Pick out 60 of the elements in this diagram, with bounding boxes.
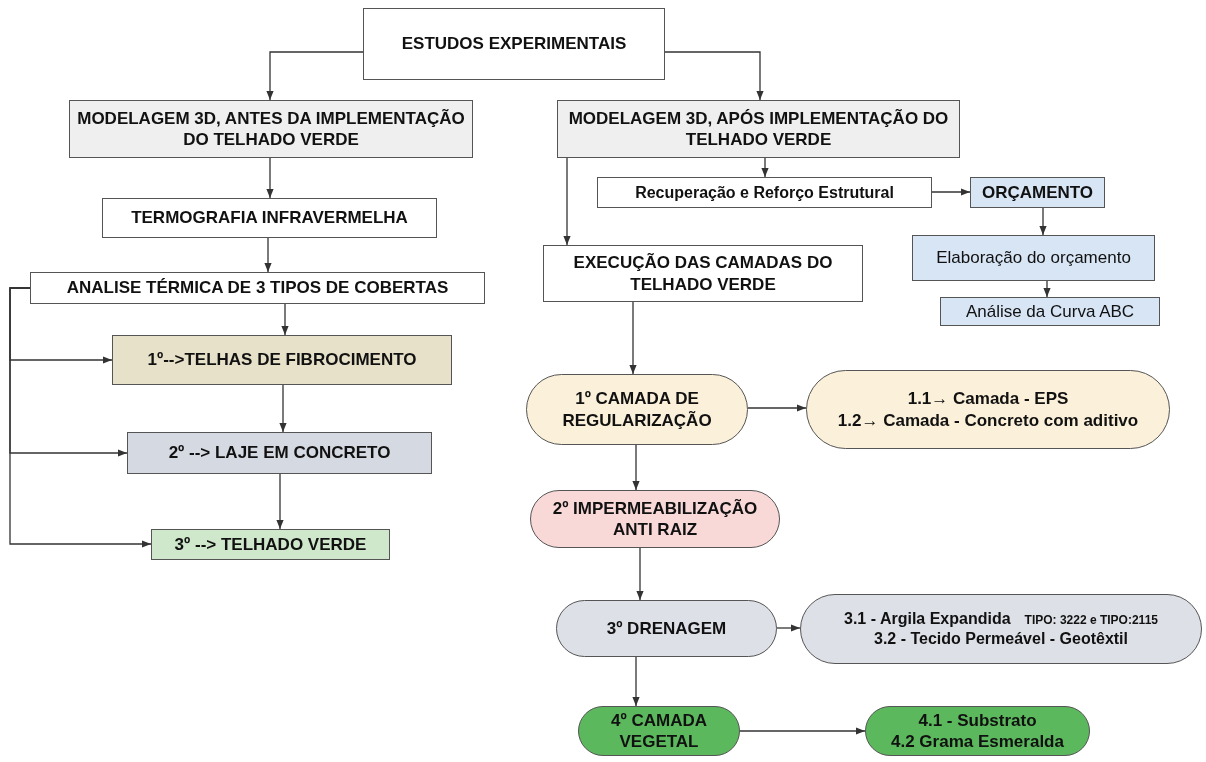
node-text: 3.2 - Tecido Permeável - Geotêxtil [874,629,1128,649]
rounded-process-box [556,600,777,657]
arrow [747,404,807,412]
arrow [281,303,289,336]
arrow [931,188,971,196]
arrow [1039,207,1047,236]
process-box [543,245,863,302]
process-box [912,235,1155,281]
node-text: MODELAGEM 3D, APÓS IMPLEMENTAÇÃO DO TELHADO VERDE [567,107,950,151]
arrow [761,157,769,178]
node-text: 1º CAMADA DE REGULARIZAÇÃO [561,388,713,431]
process-box [112,335,452,385]
node-text: EXECUÇÃO DAS CAMADAS DO TELHADO VERDE [572,252,834,295]
rounded-process-box [865,706,1090,756]
process-box [970,177,1105,208]
arrow [266,51,364,101]
arrow [629,301,637,375]
process-box [557,100,960,158]
arrow [664,51,764,101]
arrow [563,157,571,246]
node-text: ANALISE TÉRMICA DE 3 TIPOS DE COBERTAS [66,277,449,299]
arrow [264,237,272,273]
process-box [30,272,485,304]
arrow [279,384,287,433]
node-text: TIPO: 3222 e TIPO:2115 [1024,613,1158,628]
node-text: 4.1 - Substrato [918,709,1037,731]
arrow [9,287,152,548]
arrow [276,473,284,530]
arrow [739,727,866,735]
node-text: 1.2→ Camada - Concreto com aditivo [837,409,1139,431]
process-box [940,297,1160,326]
node-text: TERMOGRAFIA INFRAVERMELHA [131,207,408,229]
node-text: Elaboração do orçamento [936,247,1131,269]
process-box [597,177,932,208]
node-text: 4º CAMADA VEGETAL [610,709,708,753]
node-text: 3º --> TELHADO VERDE [174,533,367,556]
process-box [363,8,665,80]
node-text: 4.2 Grama Esmeralda [891,731,1064,753]
node-text: ORÇAMENTO [981,181,1094,204]
node-text: 2º --> LAJE EM CONCRETO [168,442,391,464]
node-text: Análise da Curva ABC [965,300,1135,323]
node-text: Recuperação e Reforço Estrutural [635,182,894,203]
process-box [69,100,473,158]
arrow [266,157,274,199]
node-text: 2º IMPERMEABILIZAÇÃO ANTI RAIZ [551,497,759,541]
node-text: ESTUDOS EXPERIMENTAIS [401,33,627,55]
arrow [632,444,640,491]
arrow [1043,280,1051,298]
process-box [127,432,432,474]
rounded-process-box [578,706,740,756]
arrow [636,547,644,601]
node-text: 3º DRENAGEM [606,617,727,640]
arrow [776,624,801,632]
process-box [102,198,437,238]
node-text: 1º-->TELHAS DE FIBROCIMENTO [147,349,417,371]
node-text: 3.1 - Argila Expandida [844,609,1011,629]
node-text: 1.1→ Camada - EPS [907,388,1069,410]
node-text: MODELAGEM 3D, ANTES DA IMPLEMENTAÇÃO DO TELHADO VERDE [76,107,466,151]
arrow [632,656,640,707]
process-box [151,529,390,560]
